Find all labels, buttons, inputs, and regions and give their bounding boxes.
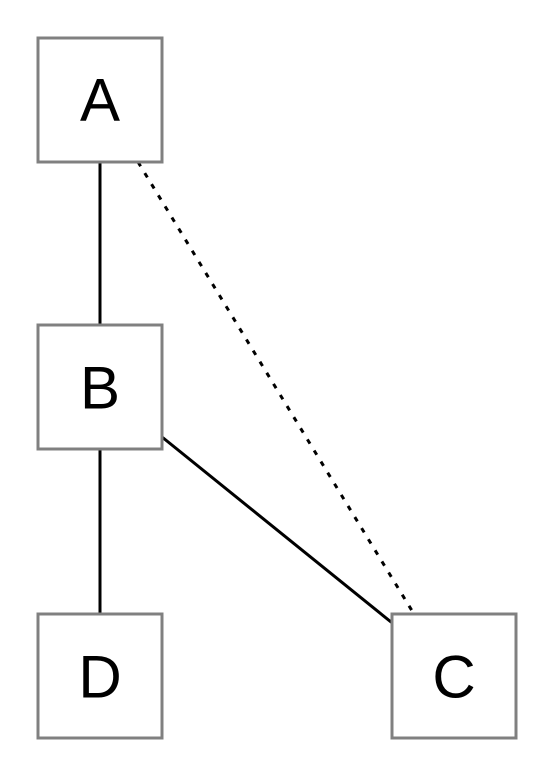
node-a: A xyxy=(36,36,164,164)
node-d-box xyxy=(36,612,164,740)
node-a-box xyxy=(36,36,164,164)
edge-a-c-dotted xyxy=(136,161,416,615)
node-b-box xyxy=(36,323,164,451)
node-a-label: A xyxy=(80,67,120,134)
node-d: D xyxy=(36,612,164,740)
node-b: B xyxy=(36,323,164,451)
node-c-label: C xyxy=(432,644,475,711)
node-d-label: D xyxy=(78,644,121,711)
node-c-box xyxy=(390,612,518,740)
edge-b-c xyxy=(161,435,397,628)
node-b-label: B xyxy=(80,355,120,422)
node-c: C xyxy=(390,612,518,740)
